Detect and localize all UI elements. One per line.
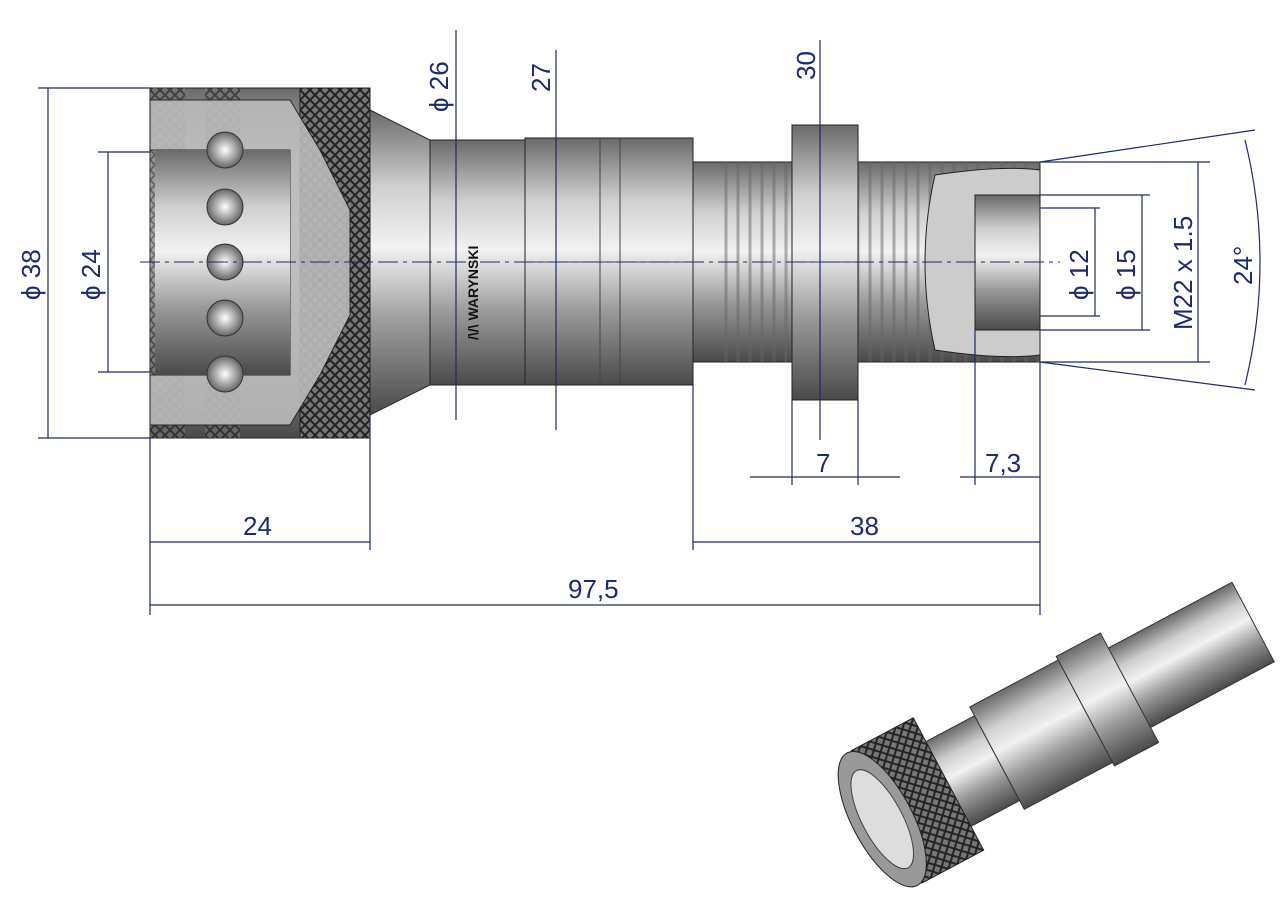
- dim-d38: ϕ 38: [16, 249, 46, 300]
- part-body: /\/\ WARYNSKI: [149, 87, 1041, 439]
- dim-angle: 24°: [1228, 246, 1258, 285]
- dimension-lines: [38, 30, 1261, 615]
- dim-nut-width: 7: [816, 448, 830, 478]
- dim-d26: ϕ 26: [424, 61, 454, 112]
- dim-thread: M22 x 1.5: [1168, 216, 1198, 330]
- render-3d: [837, 581, 1275, 888]
- ball-row: [206, 131, 244, 393]
- dim-d24: ϕ 24: [76, 249, 106, 300]
- dim-hex30: 30: [791, 51, 821, 80]
- dim-total-len: 97,5: [568, 574, 619, 604]
- dim-front-len: 24: [243, 511, 272, 541]
- dim-d12: ϕ 12: [1064, 249, 1094, 300]
- dim-hex27: 27: [526, 63, 556, 92]
- dim-thread-len: 38: [850, 511, 879, 541]
- dim-d15: ϕ 15: [1111, 249, 1141, 300]
- dim-thread-depth: 7,3: [985, 448, 1021, 478]
- svg-text:/\/\ WARYNSKI: /\/\ WARYNSKI: [465, 246, 481, 340]
- logo-mark: /\/\ WARYNSKI: [465, 246, 481, 340]
